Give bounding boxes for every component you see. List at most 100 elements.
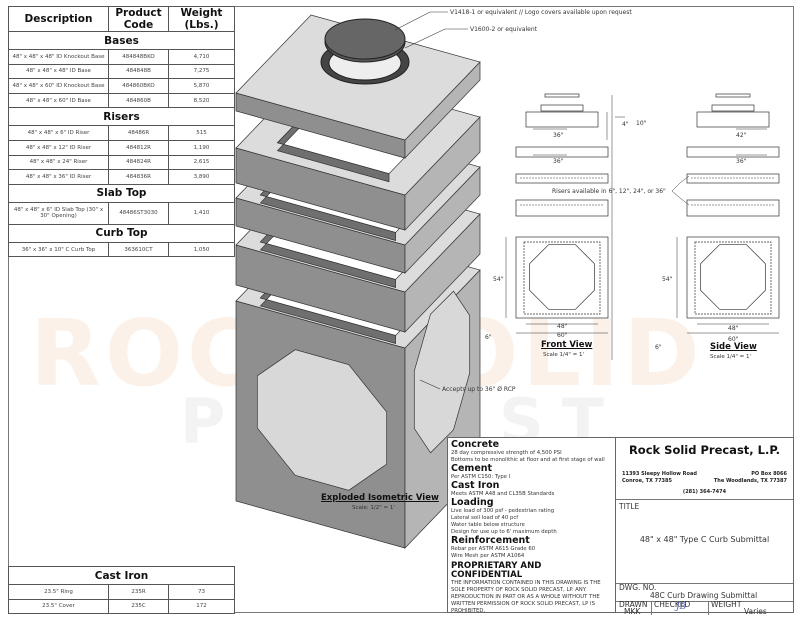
- title-block: Rock Solid Precast, L.P. 11393 Sleepy Ho…: [615, 437, 794, 616]
- cell: 484836R: [108, 169, 169, 185]
- side-octagon-opening: [700, 244, 766, 310]
- cell: 23.5" Ring: [8, 584, 109, 600]
- weight-label: WEIGHT: [711, 600, 742, 609]
- cell: 48" x 48" x 48" ID Base: [8, 63, 109, 80]
- front-ring: [540, 104, 584, 112]
- note-heading: Reinforcement: [451, 535, 530, 546]
- side-base: [686, 236, 780, 319]
- cell: 484848B: [108, 63, 169, 80]
- cell: 235R: [108, 584, 169, 600]
- side-slab-top: [686, 146, 780, 158]
- front-view-title: Front View: [541, 340, 593, 350]
- product-table: Description Product Code Weight (Lbs.) B…: [8, 6, 235, 258]
- dim-label: 60": [728, 336, 739, 343]
- side-ring: [711, 104, 755, 112]
- side-cover: [715, 93, 751, 98]
- cell: 363610CT: [108, 241, 169, 258]
- cell: 36" x 36" x 10" C Curb Top: [8, 241, 109, 258]
- cell: 484812R: [108, 139, 169, 156]
- cell: 484860BKO: [108, 78, 169, 94]
- title-label: TITLE: [619, 502, 640, 511]
- rcp-callout: Accepts up to 36" Ø RCP: [442, 386, 516, 393]
- front-riser-a: [515, 173, 609, 184]
- dim-label: 60": [557, 332, 568, 339]
- address-line: The Woodlands, TX 77387: [713, 478, 787, 484]
- cell: 2,615: [168, 154, 235, 171]
- risers-leader: [671, 175, 690, 192]
- section-title: Bases: [8, 31, 235, 50]
- risers-callout: Risers available in 6", 12", 24", or 36": [552, 188, 666, 195]
- drawn-value: MKK: [624, 607, 641, 616]
- cell: 172: [168, 598, 235, 615]
- note-line: Live load of 300 psf - pedestrian rating: [451, 508, 555, 514]
- address-line: 11393 Sleepy Hollow Road: [622, 471, 697, 477]
- drawing-title: 48" x 48" Type C Curb Submittal: [639, 535, 770, 544]
- dwg-number: 48C Curb Drawing Submittal: [650, 591, 758, 600]
- front-curb-top: [525, 111, 599, 128]
- section-title: Slab Top: [8, 183, 235, 203]
- cell: 484824R: [108, 154, 169, 171]
- address-line: Conroe, TX 77385: [622, 478, 672, 484]
- cell: 48" x 48" x 24" Riser: [8, 154, 109, 171]
- side-riser-a: [686, 173, 780, 184]
- side-view-scale: Scale 1/4" = 1': [710, 354, 752, 360]
- note-line: Rebar per ASTM A615 Grade 60: [451, 546, 536, 552]
- note-heading: Cement: [451, 463, 493, 474]
- cell: 5,870: [168, 78, 235, 94]
- cell: 484860B: [108, 92, 169, 109]
- dim-label: 36": [736, 158, 747, 165]
- title-cell: TITLE 48" x 48" Type C Curb Submittal: [616, 499, 793, 583]
- dim-label: 6": [485, 334, 492, 341]
- cell: 48" x 48" x 6" ID Slab Top (30" x 30" Op…: [8, 201, 109, 225]
- col-description: Description: [8, 6, 109, 32]
- cell: 48" x 48" x 60" ID Knockout Base: [8, 78, 109, 94]
- dim-label: 10": [636, 120, 647, 127]
- section-title: Curb Top: [8, 223, 235, 243]
- dim-label: 6": [655, 344, 662, 351]
- cell: 48486ST3030: [108, 201, 169, 225]
- dwg-label: DWG. NO.: [619, 583, 657, 592]
- note-heading: Cast Iron: [451, 480, 500, 491]
- cell: 1,410: [168, 201, 235, 225]
- dwg-cell: DWG. NO. 48C Curb Drawing Submittal: [616, 583, 793, 601]
- front-view-scale: Scale 1/4" = 1': [543, 352, 585, 358]
- cell: 73: [168, 584, 235, 600]
- knockout-right: [413, 290, 471, 454]
- col-weight: Weight (Lbs.): [168, 6, 235, 32]
- cell: 515: [168, 125, 235, 141]
- iso-view-title: Exploded Isometric View: [321, 493, 439, 503]
- divider: [708, 602, 709, 615]
- note-line: 28 day compressive strength of 4,500 PSI: [451, 450, 562, 456]
- front-slab-top: [515, 146, 609, 158]
- note-line: Water table below structure: [451, 522, 525, 528]
- divider: [651, 602, 652, 615]
- section-title: Risers: [8, 107, 235, 127]
- side-view-title: Side View: [710, 342, 757, 352]
- note-line: Wire Mesh per ASTM A1064: [451, 553, 525, 559]
- cell: 48" x 48" x 6" ID Riser: [8, 125, 109, 141]
- note-heading: Loading: [451, 497, 494, 508]
- cell: 23.5" Cover: [8, 598, 109, 615]
- dim-label: 48": [728, 325, 739, 332]
- phone: (281) 364-7474: [682, 489, 727, 495]
- drawing-frame: [8, 6, 794, 613]
- cell: 235C: [108, 598, 169, 615]
- front-octagon-opening: [529, 244, 595, 310]
- front-base: [515, 236, 609, 319]
- risers-leader: [671, 190, 690, 206]
- side-base-inner: [694, 241, 772, 315]
- iso-cover-top: [324, 18, 406, 60]
- col-product-code: Product Code: [108, 6, 169, 32]
- address-line: PO Box 8066: [751, 471, 787, 477]
- cell: 48486R: [108, 125, 169, 141]
